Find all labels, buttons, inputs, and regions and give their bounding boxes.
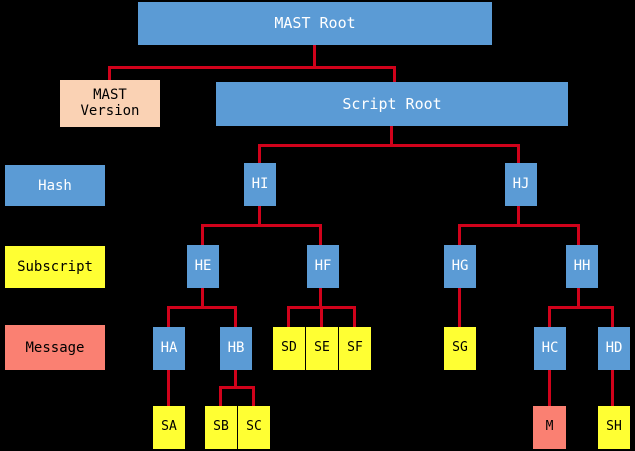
edge-to-sf <box>353 306 356 328</box>
edge-hh-stem <box>577 288 580 307</box>
legend-item-hash: Hash <box>5 165 105 206</box>
edge-script-root-bus <box>258 144 520 147</box>
edge-hf-stem <box>319 288 322 307</box>
edge-to-hj <box>517 144 520 164</box>
node-hi: HI <box>244 163 276 206</box>
edge-hi-stem <box>258 206 261 225</box>
edge-to-sg <box>458 288 461 328</box>
node-sf: SF <box>339 327 371 370</box>
node-script-root: Script Root <box>216 82 568 126</box>
edge-to-sc <box>252 386 255 407</box>
edge-hj-bus <box>458 224 580 227</box>
node-sa: SA <box>153 406 185 449</box>
edge-to-he <box>201 224 204 246</box>
node-he: HE <box>187 245 219 288</box>
edge-hj-stem <box>517 206 520 225</box>
node-hf: HF <box>307 245 339 288</box>
legend-label-message: Message <box>25 339 85 356</box>
node-se: SE <box>306 327 338 370</box>
edge-to-mast-version <box>108 66 111 81</box>
node-hb: HB <box>220 327 252 370</box>
edge-to-script-root <box>393 66 396 83</box>
legend-label-hash: Hash <box>38 177 72 194</box>
edge-to-ha <box>167 306 170 328</box>
edge-to-hh <box>577 224 580 246</box>
node-mast-root: MAST Root <box>138 2 492 45</box>
node-hd: HD <box>598 327 630 370</box>
edge-hb-stem <box>234 370 237 387</box>
node-sd: SD <box>273 327 305 370</box>
edge-to-m <box>548 370 551 408</box>
edge-to-hf <box>319 224 322 246</box>
edge-to-sa <box>167 370 170 408</box>
edge-hi-bus <box>201 224 322 227</box>
node-hh: HH <box>566 245 598 288</box>
edge-he-stem <box>201 288 204 307</box>
node-hc: HC <box>534 327 566 370</box>
edge-to-hd <box>611 306 614 328</box>
legend-label-subscript: Subscript <box>17 259 93 275</box>
edge-script-root-stem <box>390 126 393 145</box>
legend-item-message: Message <box>5 325 105 370</box>
edge-to-hb <box>234 306 237 328</box>
edge-mast-root-stem <box>313 45 316 68</box>
node-sh: SH <box>598 406 630 449</box>
node-sb: SB <box>205 406 237 449</box>
edge-to-hc <box>548 306 551 328</box>
edge-mast-root-bus <box>108 66 396 69</box>
node-mast-version: MAST Version <box>60 80 160 127</box>
edge-to-se <box>320 306 323 328</box>
node-sc: SC <box>238 406 270 449</box>
edge-to-hi <box>258 144 261 164</box>
edge-to-sb <box>219 386 222 407</box>
node-ha: HA <box>153 327 185 370</box>
node-sg: SG <box>444 327 476 370</box>
node-hg: HG <box>444 245 476 288</box>
edge-to-hg <box>458 224 461 246</box>
edge-to-sh <box>611 370 614 408</box>
node-hj: HJ <box>505 163 537 206</box>
edge-to-sd <box>287 306 290 328</box>
node-m: M <box>533 406 566 449</box>
edge-he-bus <box>167 306 237 309</box>
legend-item-subscript: Subscript <box>5 246 105 288</box>
edge-hb-bus <box>219 386 255 389</box>
edge-hh-bus <box>548 306 613 309</box>
